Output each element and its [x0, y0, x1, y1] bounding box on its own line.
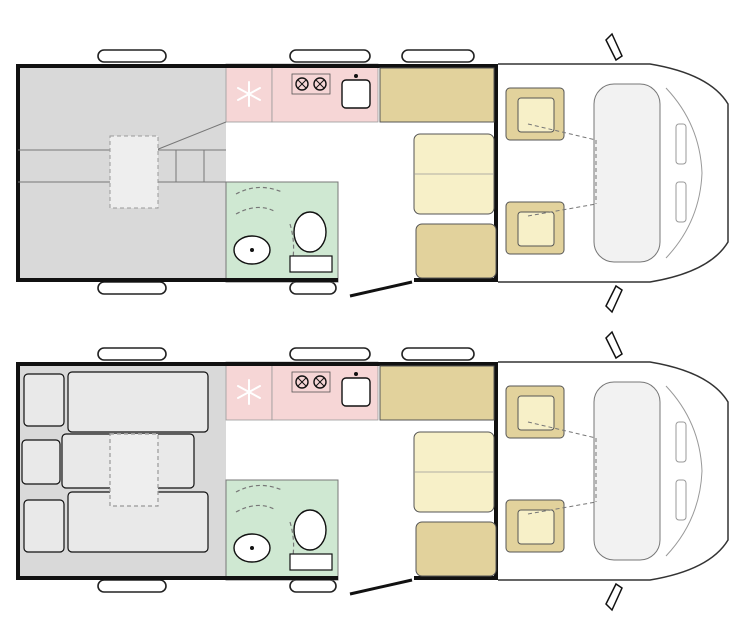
rear-bed-raised — [18, 121, 227, 209]
layout-day — [14, 32, 730, 314]
rear-beds-made-up — [21, 371, 209, 553]
layout-night — [14, 330, 730, 612]
